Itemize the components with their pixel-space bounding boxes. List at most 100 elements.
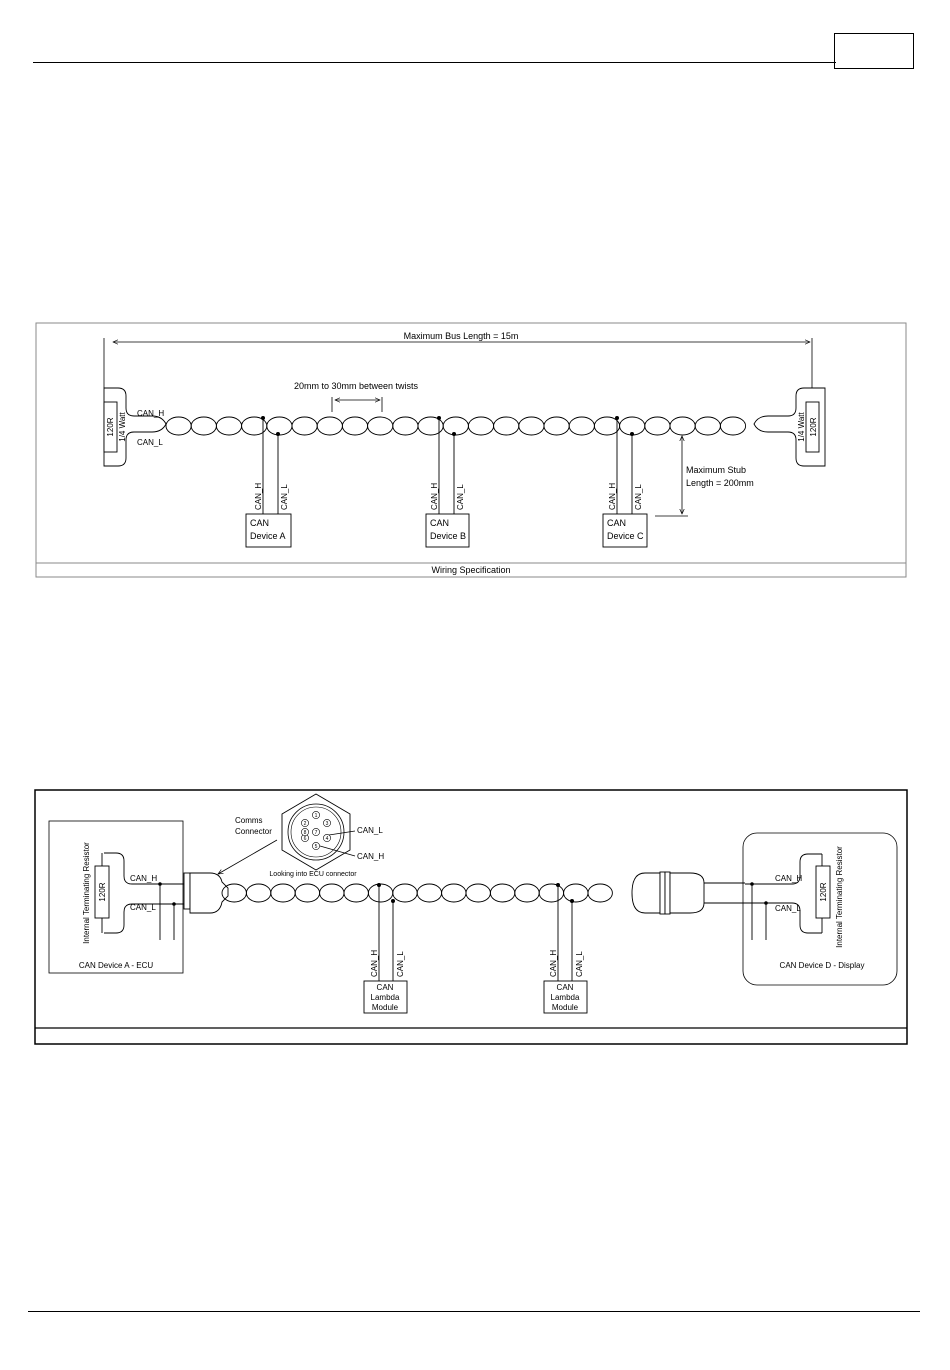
device-a-can-l-label: CAN_L <box>280 484 289 510</box>
right-resistor-value: 120R <box>809 417 818 436</box>
right-terminator-outline <box>753 387 826 467</box>
connector-pin-4-label: 4 <box>326 836 329 842</box>
lambda-module-2: CAN_H CAN_L CAN Lambda Module <box>543 883 588 1014</box>
ecu-tap-junction-l <box>172 902 176 906</box>
ecu-can-h-label: CAN_H <box>130 874 157 883</box>
device-a-can-h-label: CAN_H <box>254 483 263 510</box>
left-can-l-label: CAN_L <box>137 438 163 447</box>
device-c: CAN_H CAN_L CAN Device C <box>602 416 648 548</box>
display-can-l-label: CAN_L <box>775 904 801 913</box>
connector-pin-8-label: 8 <box>304 830 307 836</box>
lambda-1-label-3: Module <box>372 1003 399 1012</box>
ecu-box <box>48 820 184 974</box>
device-c-junction-h <box>615 416 619 420</box>
display-can-h-wire <box>745 853 822 885</box>
lambda-1-junction-l <box>391 899 395 903</box>
lambda-module-1: CAN_H CAN_L CAN Lambda Module <box>363 883 408 1014</box>
device-c-can-l-label: CAN_L <box>634 484 643 510</box>
stub-length-label-2: Length = 200mm <box>686 478 754 488</box>
ecu-can-l-label: CAN_L <box>130 903 156 912</box>
connector-pin-2-label: 2 <box>304 821 307 827</box>
left-resistor-value: 120R <box>106 417 115 436</box>
comms-connector-label-1: Comms <box>235 816 263 825</box>
lambda-1-label-1: CAN <box>377 983 394 992</box>
display-socket-body <box>631 872 661 914</box>
lambda-2-label-3: Module <box>552 1003 579 1012</box>
lambda-1-label-2: Lambda <box>371 993 400 1002</box>
device-a-label-2: Device A <box>250 531 286 541</box>
bus2-twist-15 <box>587 883 613 903</box>
lambda-2-label-2: Lambda <box>551 993 580 1002</box>
figure1-caption: Wiring Specification <box>431 565 510 575</box>
device-c-can-h-label: CAN_H <box>608 483 617 510</box>
device-c-label-2: Device C <box>607 531 644 541</box>
device-a-label-1: CAN <box>250 518 269 528</box>
display-internal-resistor-label: Internal Terminating Resistor <box>835 846 844 948</box>
device-b-label-1: CAN <box>430 518 449 528</box>
lambda-2-junction-h <box>556 883 560 887</box>
ecu-tap-junction-h <box>158 882 162 886</box>
display-label: CAN Device D - Display <box>780 961 865 970</box>
ecu-label: CAN Device A - ECU <box>79 961 153 970</box>
ecu-can-h-wire <box>104 852 184 885</box>
device-b: CAN_H CAN_L CAN Device B <box>425 416 470 548</box>
lambda-1-can-l-label: CAN_L <box>396 951 405 977</box>
pin5-leader <box>319 845 356 857</box>
lambda-2-can-l-label: CAN_L <box>575 951 584 977</box>
display-socket-flange-2 <box>664 871 671 915</box>
connector-pin-7-label: 7 <box>315 830 318 836</box>
device-a-junction-l <box>276 432 280 436</box>
display-box <box>742 832 898 986</box>
right-terminator-resistor <box>805 401 820 453</box>
connector-pin-8 <box>301 828 309 836</box>
connector-can-h-label: CAN_H <box>357 852 384 861</box>
lambda-1-junction-h <box>377 883 381 887</box>
display-tap-junction-l <box>764 901 768 905</box>
figure1-frame <box>35 322 907 578</box>
connector-pin-5-label: 5 <box>315 844 318 850</box>
lambda-2-box <box>543 980 588 1014</box>
device-a-junction-h <box>261 416 265 420</box>
lambda-2-junction-l <box>570 899 574 903</box>
twisted-pair-bus <box>165 416 747 436</box>
bus-length-label: Maximum Bus Length = 15m <box>404 331 519 341</box>
lambda-1-can-h-label: CAN_H <box>370 950 379 977</box>
connector-pin-4 <box>323 834 331 842</box>
device-a-box <box>245 513 292 548</box>
connector-pin-3-label: 3 <box>326 821 329 827</box>
display-resistor-value: 120R <box>819 882 828 901</box>
device-b-label-2: Device B <box>430 531 466 541</box>
footer-rule <box>28 1311 920 1312</box>
connector-pin-7 <box>312 828 320 836</box>
device-c-junction-l <box>630 432 634 436</box>
connector-can-l-label: CAN_L <box>357 826 383 835</box>
display-plug-body <box>669 872 705 914</box>
lambda-2-can-h-label: CAN_H <box>549 950 558 977</box>
device-b-can-h-label: CAN_H <box>430 483 439 510</box>
comms-connector-caption: Looking into ECU connector <box>269 871 357 878</box>
connector-pin-1-label: 1 <box>315 813 318 819</box>
device-b-box <box>425 513 470 548</box>
comms-connector-pointer <box>218 839 278 874</box>
twist-spacing-label: 20mm to 30mm between twists <box>294 381 419 391</box>
figure2-frame <box>34 789 908 1045</box>
ecu-plug-flange <box>183 872 191 910</box>
ecu-plug-body <box>189 872 229 914</box>
page-number-box <box>834 33 914 69</box>
lambda-2-label-1: CAN <box>557 983 574 992</box>
device-c-label-1: CAN <box>607 518 626 528</box>
display-can-h-label: CAN_H <box>775 874 802 883</box>
left-terminator-resistor <box>103 401 118 453</box>
display-can-l-wire <box>745 902 822 934</box>
ecu-display-wiring-figure: CAN Device A - ECU Internal Terminating … <box>34 789 908 1045</box>
left-resistor-power: 1/4 Watt <box>118 411 127 441</box>
connector-pin-2 <box>301 819 309 827</box>
ecu-can-l-wire <box>104 903 184 934</box>
lambda-1-box <box>363 980 408 1014</box>
right-resistor-power: 1/4 Watt <box>797 411 806 441</box>
device-a: CAN_H CAN_L CAN Device A <box>245 416 292 548</box>
device-b-junction-h <box>437 416 441 420</box>
pin4-leader <box>328 830 356 836</box>
